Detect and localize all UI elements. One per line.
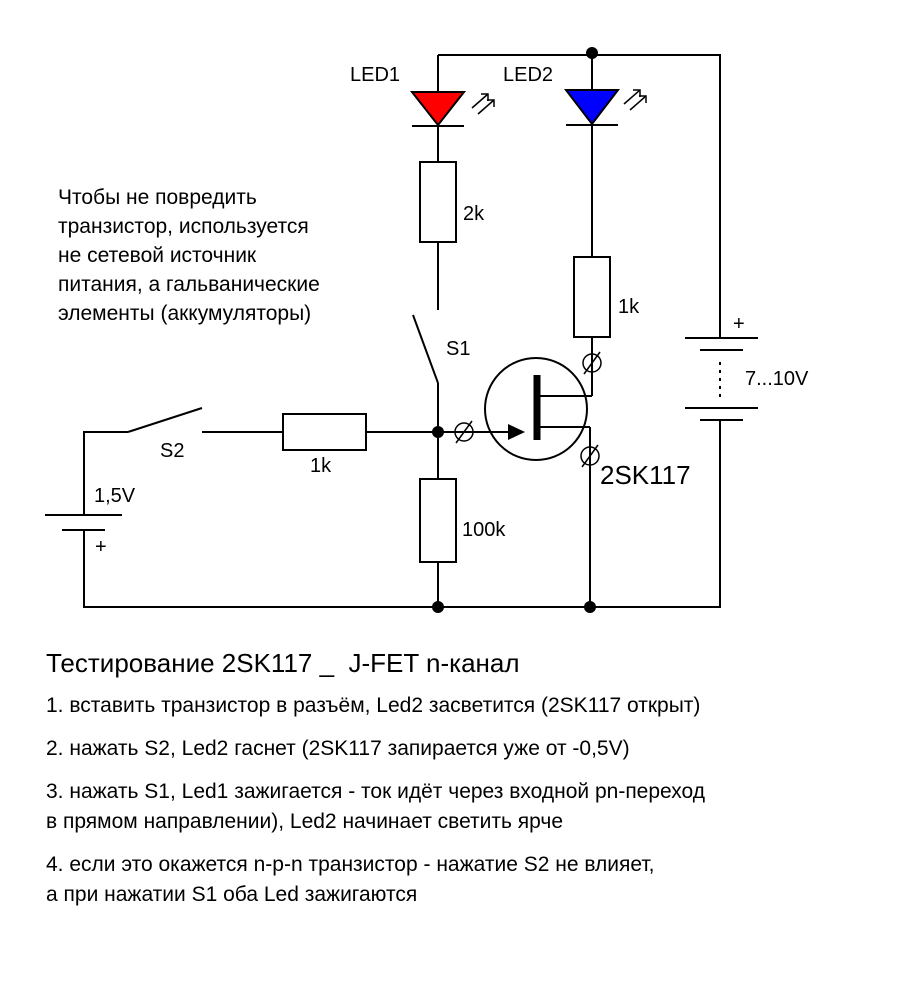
- circuit-schematic: LED1 LED2 2k 1k S1 S2 1k 100k 1,5V + 7..…: [45, 47, 809, 613]
- label-battery-big: 7...10V: [745, 368, 809, 390]
- label-battery-big-plus: +: [733, 313, 745, 335]
- led1-triangle: [409, 91, 467, 127]
- label-led1: LED1: [350, 64, 400, 86]
- led2-light-arrows: [623, 89, 647, 111]
- junction-dot-bottom-left: [432, 601, 444, 613]
- label-battery-small-plus: +: [95, 536, 107, 558]
- label-s1: S1: [446, 338, 470, 360]
- top-rail-wire: [438, 54, 721, 305]
- switch-s1[interactable]: [412, 314, 439, 384]
- label-resistor-1k-drain: 1k: [618, 296, 640, 318]
- jfet-body-circle: [484, 357, 588, 461]
- switch-s2[interactable]: [127, 407, 203, 433]
- resistor-1k-gate: [282, 413, 367, 451]
- label-transistor: 2SK117: [600, 460, 691, 490]
- label-resistor-2k: 2k: [463, 203, 485, 225]
- label-resistor-1k-gate: 1k: [310, 455, 332, 477]
- resistor-2k: [419, 161, 457, 243]
- instruction-step-4: 4. если это окажется n-p-n транзистор - …: [46, 853, 655, 906]
- safety-note: Чтобы не повредить транзистор, используе…: [58, 186, 320, 325]
- resistor-1k-drain: [573, 256, 611, 338]
- junction-dot-gate: [432, 426, 444, 438]
- resistor-100k: [419, 478, 457, 563]
- instruction-step-3: 3. нажать S1, Led1 зажигается - ток идёт…: [46, 780, 705, 833]
- junction-dot-bottom-right: [584, 601, 596, 613]
- label-resistor-100k: 100k: [462, 519, 506, 541]
- led2-triangle: [563, 89, 621, 126]
- gate-arrow-icon: [508, 424, 525, 440]
- drain-socket-icon: [582, 351, 602, 375]
- junction-dot-top: [586, 47, 598, 59]
- instructions-title: Тестирование 2SK117 _ J-FET n-канал: [46, 648, 520, 678]
- label-led2: LED2: [503, 64, 553, 86]
- label-s2: S2: [160, 440, 184, 462]
- instruction-step-1: 1. вставить транзистор в разъём, Led2 за…: [46, 694, 701, 717]
- led1-light-arrows: [471, 93, 495, 115]
- bottom-rail-wire: [83, 420, 721, 608]
- instructions: Тестирование 2SK117 _ J-FET n-канал 1. в…: [46, 648, 906, 923]
- instruction-step-2: 2. нажать S2, Led2 гаснет (2SK117 запира…: [46, 737, 630, 760]
- s2-left-wire: [83, 431, 128, 515]
- label-battery-small: 1,5V: [94, 485, 136, 507]
